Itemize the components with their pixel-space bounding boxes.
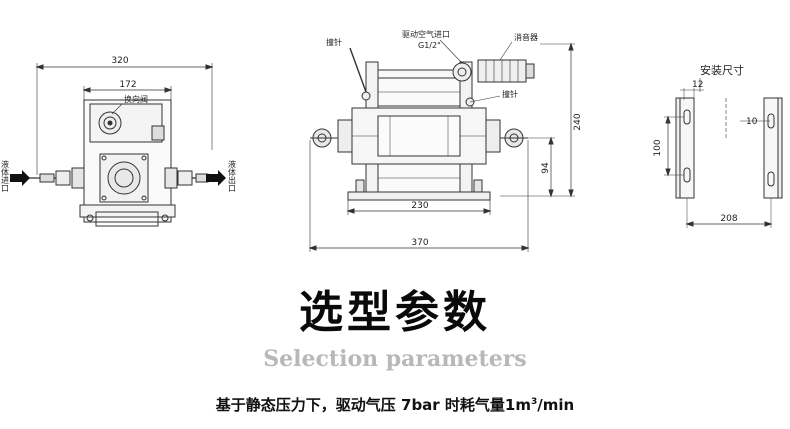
- label-liquid-outlet: 液体出口: [228, 159, 237, 192]
- label-reversing-valve: 换向阀: [124, 94, 148, 104]
- side-view: [308, 39, 575, 252]
- dim-100: 100: [653, 139, 663, 156]
- label-pin-top: 撞针: [326, 37, 342, 47]
- dim-height-center: 94: [541, 162, 551, 174]
- technical-drawing: 320 172 换向阀 液体进口 液体出口: [1, 29, 783, 252]
- label-thread: G1/2": [418, 41, 441, 50]
- dim-base-length: 230: [411, 201, 428, 211]
- dim-10: 10: [746, 117, 758, 127]
- dim-width-inner: 172: [119, 80, 136, 90]
- section-title: 选型参数: [299, 287, 491, 338]
- dim-12: 12: [692, 80, 703, 90]
- front-view: [20, 63, 222, 227]
- dim-total-length: 370: [411, 238, 428, 248]
- dim-width-total: 320: [111, 56, 128, 66]
- mount-title: 安装尺寸: [700, 63, 744, 77]
- dim-height-total: 240: [573, 113, 583, 130]
- mount-view: [664, 78, 783, 228]
- caption-unit: /min: [537, 396, 575, 414]
- label-pin-right: 撞针: [502, 89, 518, 99]
- label-silencer: 消音器: [514, 32, 538, 42]
- section-subtitle: Selection parameters: [263, 346, 527, 372]
- caption-superscript: 3: [531, 397, 538, 407]
- label-drive-air-inlet: 驱动空气进口: [402, 29, 450, 39]
- liquid-outlet-arrow: [206, 170, 226, 186]
- liquid-inlet-arrow: [10, 170, 30, 186]
- caption-text: 基于静态压力下，驱动气压 7bar 时耗气量1m: [215, 396, 531, 414]
- dim-208: 208: [720, 214, 737, 224]
- label-liquid-inlet: 液体进口: [1, 159, 10, 192]
- caption: 基于静态压力下，驱动气压 7bar 时耗气量1m3/min: [0, 391, 790, 416]
